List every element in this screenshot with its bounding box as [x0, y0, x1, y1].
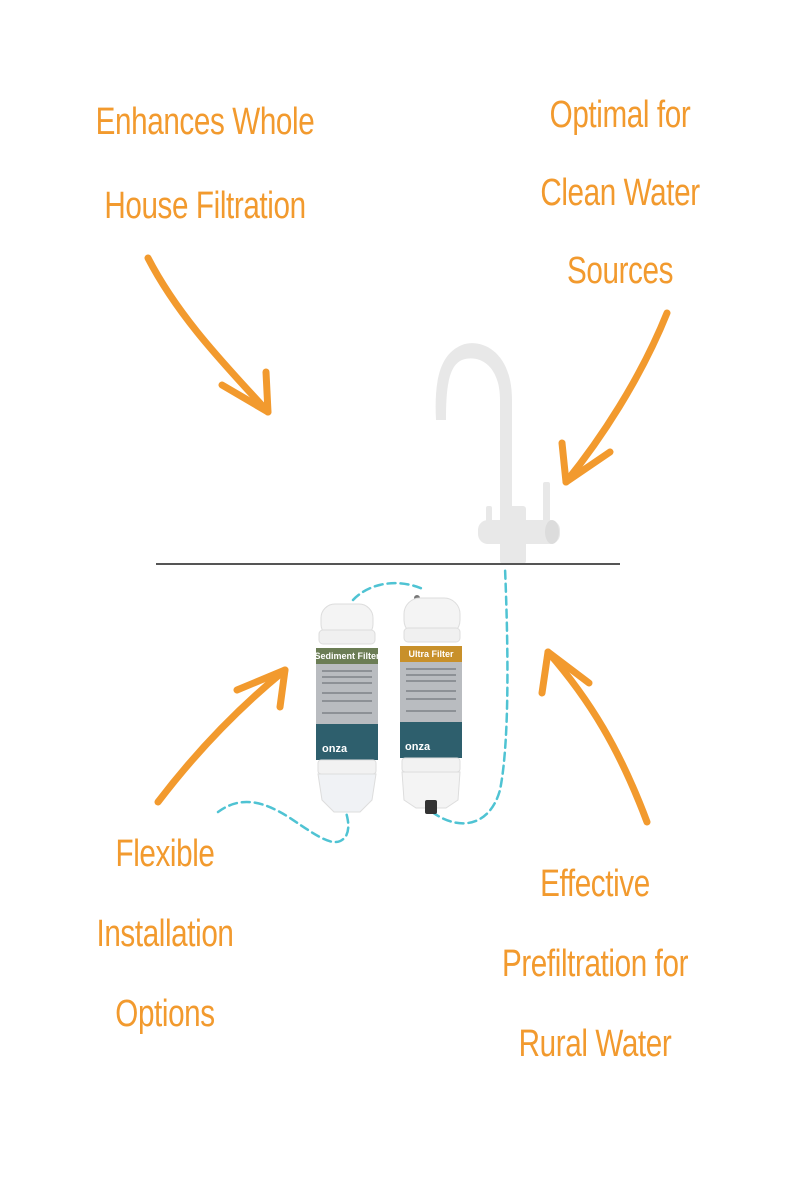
- arrow-icon: [144, 254, 272, 416]
- caption-line: Flexible: [115, 833, 215, 875]
- caption-line: Clean Water: [540, 172, 700, 214]
- caption-line: Enhances Whole: [95, 101, 315, 143]
- filter-band: [400, 646, 462, 662]
- caption-clean-water: Optimal for Clean Water Sources: [511, 76, 729, 310]
- caption-line: Sources: [566, 250, 674, 292]
- brand-logo: onza: [405, 741, 431, 753]
- faucet-icon: [435, 343, 560, 564]
- caption-line: Optimal for: [549, 94, 691, 136]
- caption-rural-water: Effective Prefiltration for Rural Water: [474, 844, 716, 1084]
- filter-band: [316, 648, 378, 664]
- arrow-icon: [558, 309, 671, 486]
- caption-line: Effective: [540, 863, 650, 905]
- brand-logo: onza: [322, 743, 348, 755]
- sediment-filter: Sediment Filter onza: [314, 603, 380, 813]
- caption-line: Installation: [96, 913, 234, 955]
- caption-line: Prefiltration for: [501, 943, 689, 985]
- caption-line: Rural Water: [518, 1023, 672, 1065]
- caption-whole-house: Enhances Whole House Filtration: [76, 80, 333, 248]
- filter-label: Ultra Filter: [408, 649, 454, 659]
- caption-line: Options: [115, 993, 215, 1035]
- filter-label: Sediment Filter: [314, 651, 380, 661]
- arrow-icon: [154, 666, 289, 806]
- ultra-filter: Ultra Filter onza: [400, 595, 462, 814]
- arrow-icon: [538, 648, 651, 826]
- caption-flexible-installation: Flexible Installation Options: [68, 814, 263, 1054]
- water-tube: [216, 566, 509, 844]
- caption-line: House Filtration: [104, 185, 306, 227]
